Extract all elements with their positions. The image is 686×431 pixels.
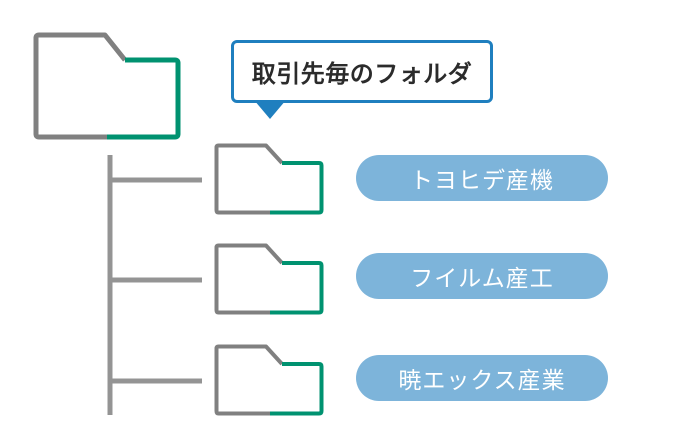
callout-box: 取引先毎のフォルダ [231, 40, 493, 103]
company-pill-label-2: フイルム産工 [410, 265, 554, 291]
child-folder-icon-1[interactable] [214, 143, 324, 215]
child-folder-icon-2[interactable] [214, 243, 324, 315]
root-folder-icon[interactable] [33, 32, 181, 140]
child-folder-icon-3[interactable] [214, 344, 324, 416]
company-pill-label-3: 暁エックス産業 [398, 367, 566, 393]
company-pill-2[interactable]: フイルム産工 [356, 253, 608, 299]
callout-label: 取引先毎のフォルダ [251, 61, 473, 88]
company-pill-1[interactable]: トヨヒデ産機 [356, 155, 608, 201]
company-pill-3[interactable]: 暁エックス産業 [356, 355, 608, 401]
company-pill-label-1: トヨヒデ産機 [410, 167, 554, 193]
callout-arrow-icon [254, 100, 286, 119]
